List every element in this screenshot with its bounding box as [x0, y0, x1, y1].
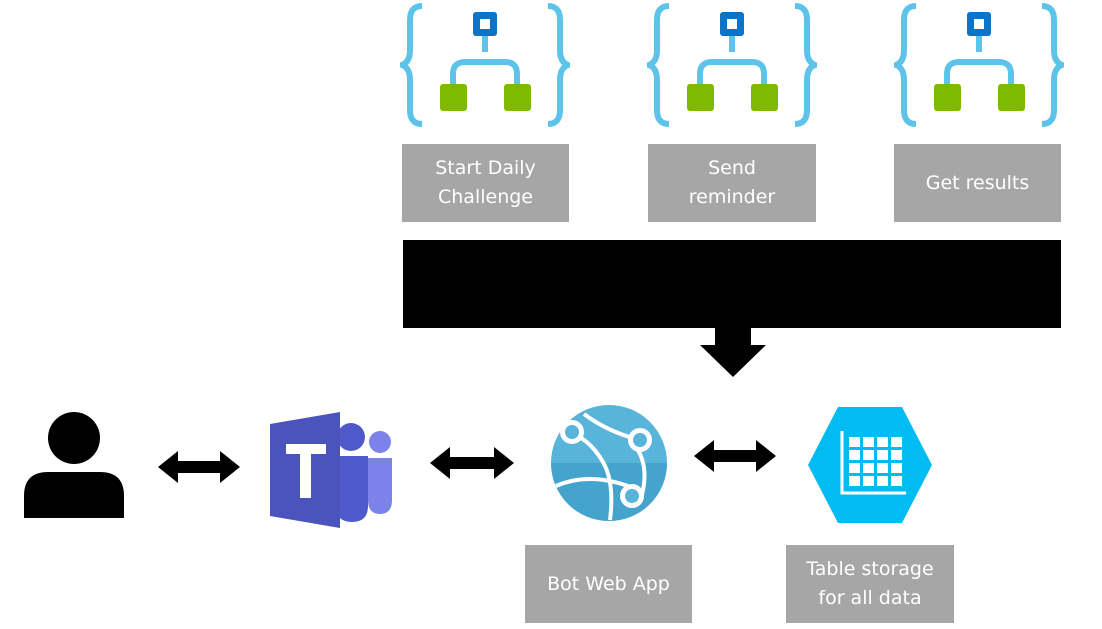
logic-app-label: Send reminder	[648, 144, 816, 222]
table-storage-label: Table storage for all data	[786, 545, 954, 623]
logic-app-start-daily-challenge: Start Daily Challenge	[400, 0, 570, 222]
table-storage-icon	[808, 407, 932, 523]
logic-app-icon	[894, 3, 1064, 127]
teams-bot-arrow	[430, 447, 514, 479]
user-icon	[24, 412, 124, 518]
web-app-globe-icon	[551, 405, 667, 521]
logic-app-send-reminder: Send reminder	[647, 0, 817, 222]
bot-storage-arrow	[694, 440, 776, 472]
logic-app-icon	[400, 3, 570, 127]
logic-app-get-results: Get results	[894, 0, 1064, 222]
logic-app-label: Start Daily Challenge	[402, 144, 569, 222]
user-teams-arrow	[158, 451, 240, 483]
logic-app-label: Get results	[894, 144, 1061, 222]
teams-icon	[270, 412, 392, 528]
logic-app-icon	[647, 3, 817, 127]
bot-web-app-label: Bot Web App	[525, 545, 692, 623]
